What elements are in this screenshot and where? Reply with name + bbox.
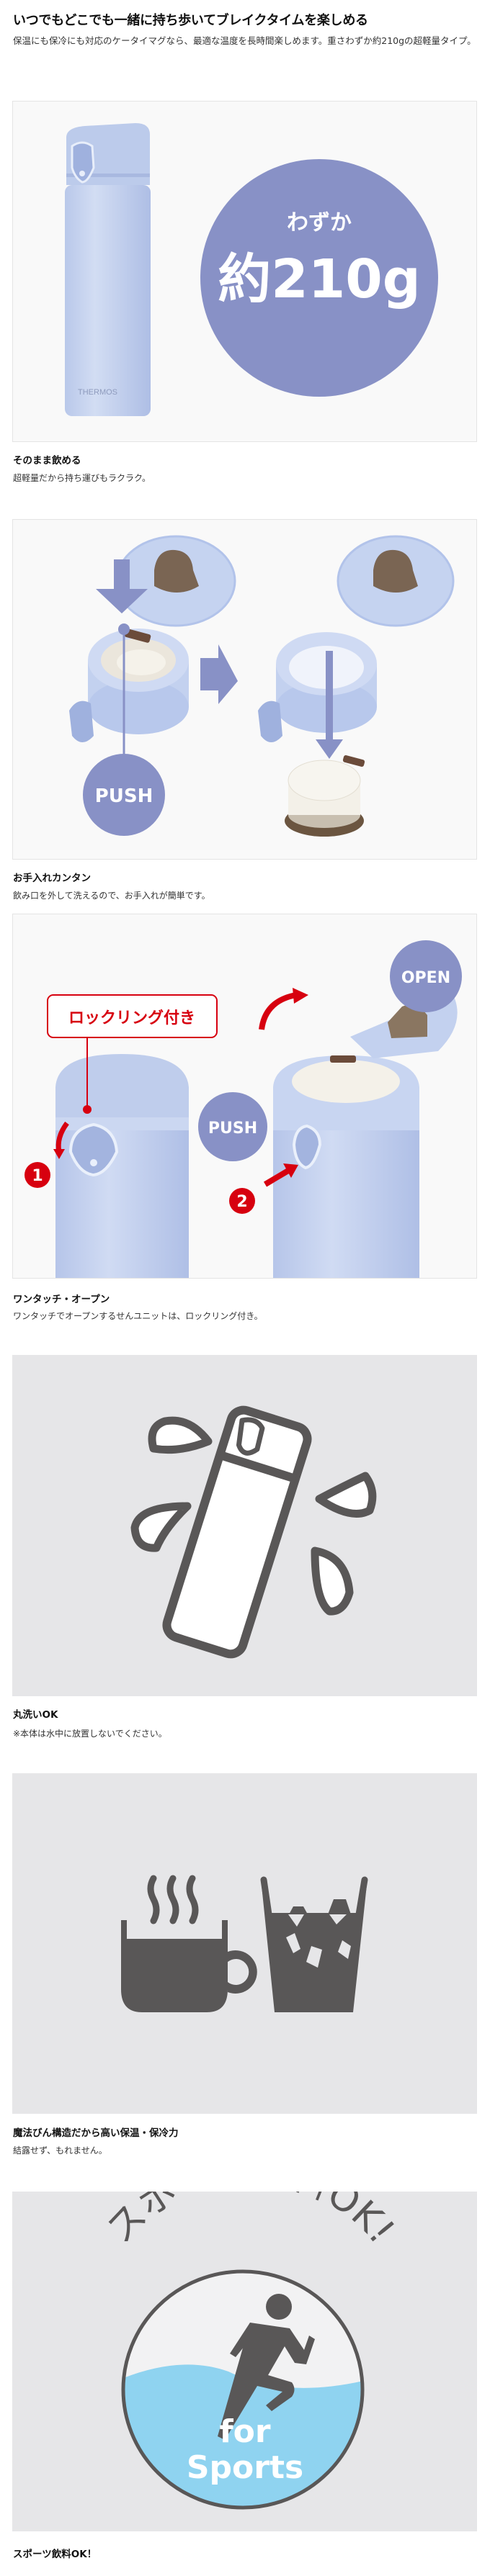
lock-ring-icon xyxy=(71,141,95,184)
runner-icon xyxy=(218,2294,315,2440)
weight-prefix: わずか xyxy=(287,210,352,235)
product-image-cleaning: PUSH xyxy=(12,519,477,860)
section-title: 魔法びん構造だから高い保温・保冷力 xyxy=(13,2127,179,2139)
svg-text:2: 2 xyxy=(236,1193,247,1211)
lock-ring-icon xyxy=(68,1122,119,1177)
cleaning-illustration: PUSH xyxy=(69,535,455,837)
weight-badge xyxy=(200,159,438,397)
open-arrow-icon xyxy=(259,992,297,1030)
section-title: ワンタッチ・オープン xyxy=(13,1294,110,1305)
water-drops-icon xyxy=(130,1416,377,1616)
down-arrow-icon xyxy=(316,739,343,759)
intro-title: いつでもどこでも一緒に持ち歩いてブレイクタイムを楽しめる xyxy=(13,13,368,28)
svg-text:1: 1 xyxy=(32,1167,43,1185)
section-title: そのまま飲める xyxy=(13,455,81,467)
section-title: お手入れカンタン xyxy=(13,873,91,884)
product-image-lightweight: THERMOS わずか 約210g xyxy=(12,101,477,442)
bottle-body xyxy=(65,185,151,416)
lock-ring xyxy=(69,701,94,742)
weight-value: 約210g xyxy=(218,248,420,310)
section-subtitle: 超軽量だから持ち運びもラクラク。 xyxy=(13,473,151,483)
iced-glass-icon xyxy=(260,1876,368,2012)
one-touch-illustration: ロックリング付き 1 2 PUSH OPEN xyxy=(24,940,462,1278)
insulation-icon-panel xyxy=(12,1773,477,2114)
section-title: 丸洗いOK xyxy=(13,1709,58,1721)
open-badge xyxy=(390,940,462,1012)
push-badge xyxy=(198,1092,267,1161)
sports-label: Sports xyxy=(187,2449,303,2486)
step-2-badge xyxy=(229,1188,255,1214)
bottle-illustration: THERMOS わずか 約210g xyxy=(65,123,438,416)
section-title: スポーツ飲料OK！ xyxy=(13,2549,97,2560)
push-arrow-icon xyxy=(283,1163,298,1178)
section-subtitle: ワンタッチでオープンするせんユニットは、ロックリング付き。 xyxy=(13,1311,263,1321)
wave xyxy=(123,2364,362,2508)
section-subtitle: ※本体は水中に放置しないでください。 xyxy=(13,1729,167,1739)
lock-ring-label: ロックリング付き xyxy=(68,1009,195,1027)
sports-drink-panel: スポーツ飲料OK! for Sports xyxy=(12,2192,477,2531)
lock-ring-callout xyxy=(47,994,218,1038)
section-subtitle: 飲み口を外して洗えるので、お手入れが簡単です。 xyxy=(13,891,210,901)
svg-text:OPEN: OPEN xyxy=(401,969,450,987)
for-label: for xyxy=(219,2413,270,2450)
hot-cold-icon xyxy=(121,1875,368,2012)
intro-description: 保温にも保冷にも対応のケータイマグなら、最適な温度を長時間楽しめます。重さわずか… xyxy=(13,35,476,46)
brand-logo: THERMOS xyxy=(78,388,117,397)
washable-bottle-icon xyxy=(130,1405,377,1659)
hot-mug-icon xyxy=(121,1875,257,2012)
spout xyxy=(292,1060,400,1103)
product-image-one-touch: ロックリング付き 1 2 PUSH OPEN xyxy=(12,914,477,1279)
arc-title: スポーツ飲料OK! xyxy=(98,2192,402,2252)
plug-icon xyxy=(154,549,199,593)
push-label: PUSH xyxy=(95,785,153,807)
push-badge xyxy=(83,754,165,836)
svg-text:PUSH: PUSH xyxy=(208,1120,257,1138)
sports-drink-badge: スポーツ飲料OK! for Sports xyxy=(98,2192,403,2510)
down-arrow-icon xyxy=(96,559,148,613)
washable-icon-panel xyxy=(12,1355,477,1696)
step-1-badge xyxy=(24,1162,50,1188)
section-subtitle: 結露せず、もれません。 xyxy=(13,2145,107,2156)
right-arrow-icon xyxy=(200,644,238,704)
